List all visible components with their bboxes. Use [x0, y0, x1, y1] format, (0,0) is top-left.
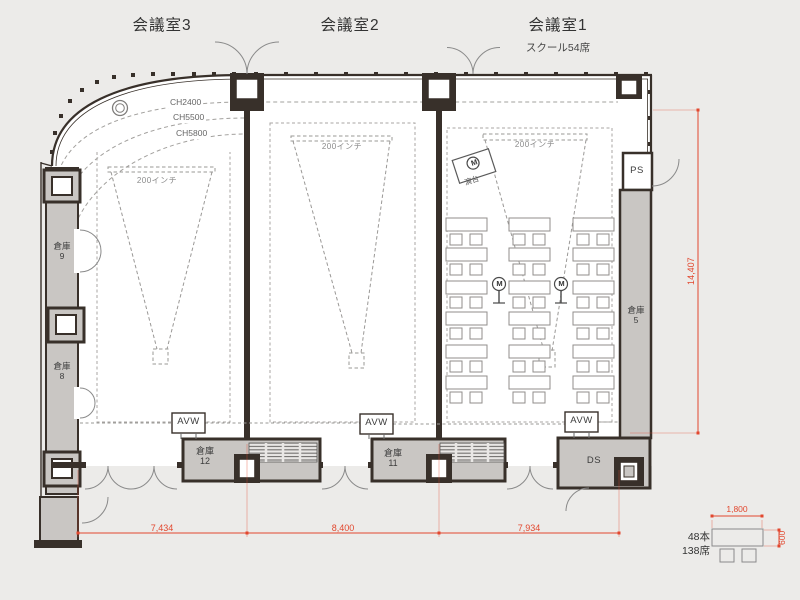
- mic-stands: [491, 276, 569, 304]
- dim-hall-depth: 14,407: [685, 257, 696, 285]
- room1-capacity: スクール54席: [525, 42, 591, 54]
- ps-label: PS: [630, 165, 644, 176]
- room3-title: 会議室3: [132, 17, 192, 34]
- avw-label-3: AVW: [570, 415, 593, 426]
- hall-interior: [52, 75, 652, 466]
- right-storage-strip: [616, 76, 654, 440]
- room1-title: 会議室1: [528, 17, 588, 34]
- dim-room2-width: 8,400: [331, 523, 355, 533]
- ceiling-height-label-ch2400: CH2400: [168, 97, 204, 108]
- left-storage-strip: [34, 167, 86, 548]
- dim-room3-width: 7,434: [150, 523, 174, 533]
- partition-walls: [230, 73, 456, 440]
- school-desks: [445, 217, 615, 404]
- room-zone-outlines: [96, 122, 613, 423]
- legend-seat-count: 138席: [681, 545, 710, 557]
- room2-title: 会議室2: [320, 17, 380, 34]
- dim-table-width: 1,800: [726, 504, 748, 514]
- wall-mullion-ticks: [50, 72, 652, 154]
- legend-table-symbol: [711, 528, 764, 563]
- screen-label-room3: 200インチ: [136, 176, 178, 185]
- dim-table-depth: 600: [777, 530, 788, 545]
- mic-symbol-2: M: [558, 279, 565, 288]
- legend-table-count: 48本: [687, 531, 710, 543]
- ceiling-height-label-ch5500: CH5500: [171, 112, 207, 123]
- door-arcs: [79, 41, 680, 524]
- lectern: [451, 147, 497, 185]
- screen-label-room1: 200インチ: [514, 140, 556, 149]
- ds-label: DS: [586, 455, 602, 466]
- dim-room1-width: 7,934: [517, 523, 541, 533]
- avw-label-1: AVW: [177, 416, 200, 427]
- dimension-lines: [76, 108, 781, 548]
- round-column: [111, 99, 129, 117]
- avw-boxes: [80, 411, 620, 439]
- avw-label-2: AVW: [365, 417, 388, 428]
- mic-symbol-1: M: [496, 279, 503, 288]
- ceiling-height-label-ch5800: CH5800: [174, 128, 210, 139]
- bottom-storages: [181, 436, 652, 490]
- screen-label-room2: 200インチ: [321, 142, 363, 151]
